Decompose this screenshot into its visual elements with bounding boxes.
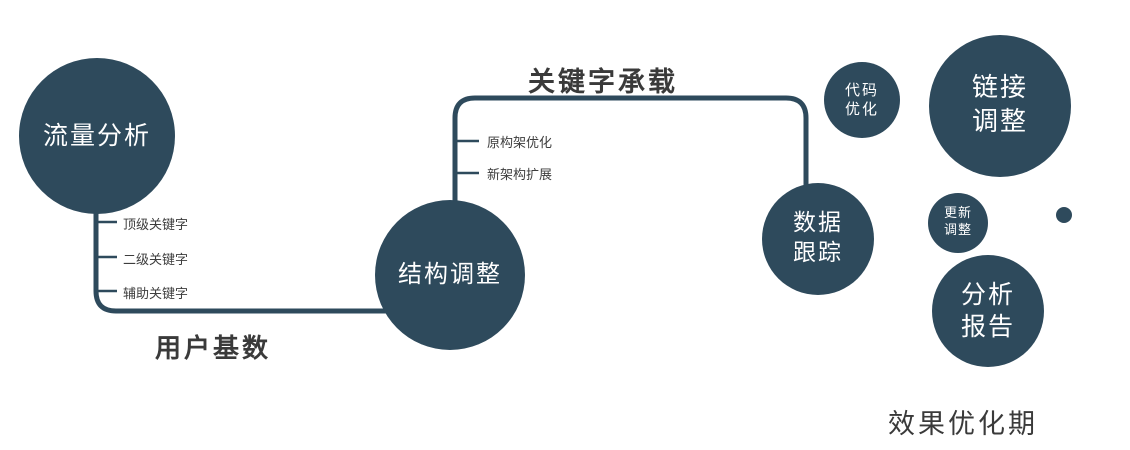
node-structure-adjustment: 结构调整 — [375, 200, 525, 350]
node-structure-adjustment-label: 结构调整 — [398, 260, 502, 289]
node-traffic-analysis-label: 流量分析 — [42, 120, 151, 150]
node-link-adjustment-line1: 链接 — [971, 73, 1028, 104]
node-data-tracking: 数据 跟踪 — [762, 183, 874, 295]
node-link-adjustment: 链接 调整 — [929, 35, 1071, 177]
node-analysis-report-line2: 报告 — [960, 312, 1015, 341]
node-analysis-report: 分析 报告 — [932, 255, 1044, 367]
node-update-adjustment: 更新 调整 — [928, 193, 988, 253]
tick-label-new-arch: 新架构扩展 — [487, 168, 553, 183]
node-code-optimization-line2: 优化 — [844, 100, 879, 118]
node-code-optimization: 代码 优化 — [824, 62, 900, 138]
decorative-dot — [1056, 207, 1072, 223]
label-user-base: 用户基数 — [155, 334, 272, 364]
label-keyword-carry: 关键字承载 — [528, 67, 678, 98]
node-update-adjustment-line2: 调整 — [943, 223, 972, 238]
tick-label-original-arch: 原构架优化 — [487, 136, 553, 151]
node-link-adjustment-line2: 调整 — [971, 107, 1028, 137]
node-update-adjustment-line1: 更新 — [943, 206, 972, 222]
connector-path-structure-to-tracking — [452, 95, 809, 245]
node-code-optimization-line1: 代码 — [844, 80, 879, 99]
label-effect-optimization-period: 效果优化期 — [888, 409, 1038, 440]
node-traffic-analysis: 流量分析 — [19, 58, 175, 214]
node-data-tracking-line2: 跟踪 — [793, 240, 843, 266]
tick-label-top-keyword: 顶级关键字 — [123, 218, 189, 233]
node-analysis-report-line1: 分析 — [960, 279, 1015, 309]
tick-label-aux-keyword: 辅助关键字 — [123, 287, 189, 302]
tick-label-second-keyword: 二级关键字 — [123, 253, 189, 268]
node-data-tracking-line1: 数据 — [793, 210, 843, 237]
